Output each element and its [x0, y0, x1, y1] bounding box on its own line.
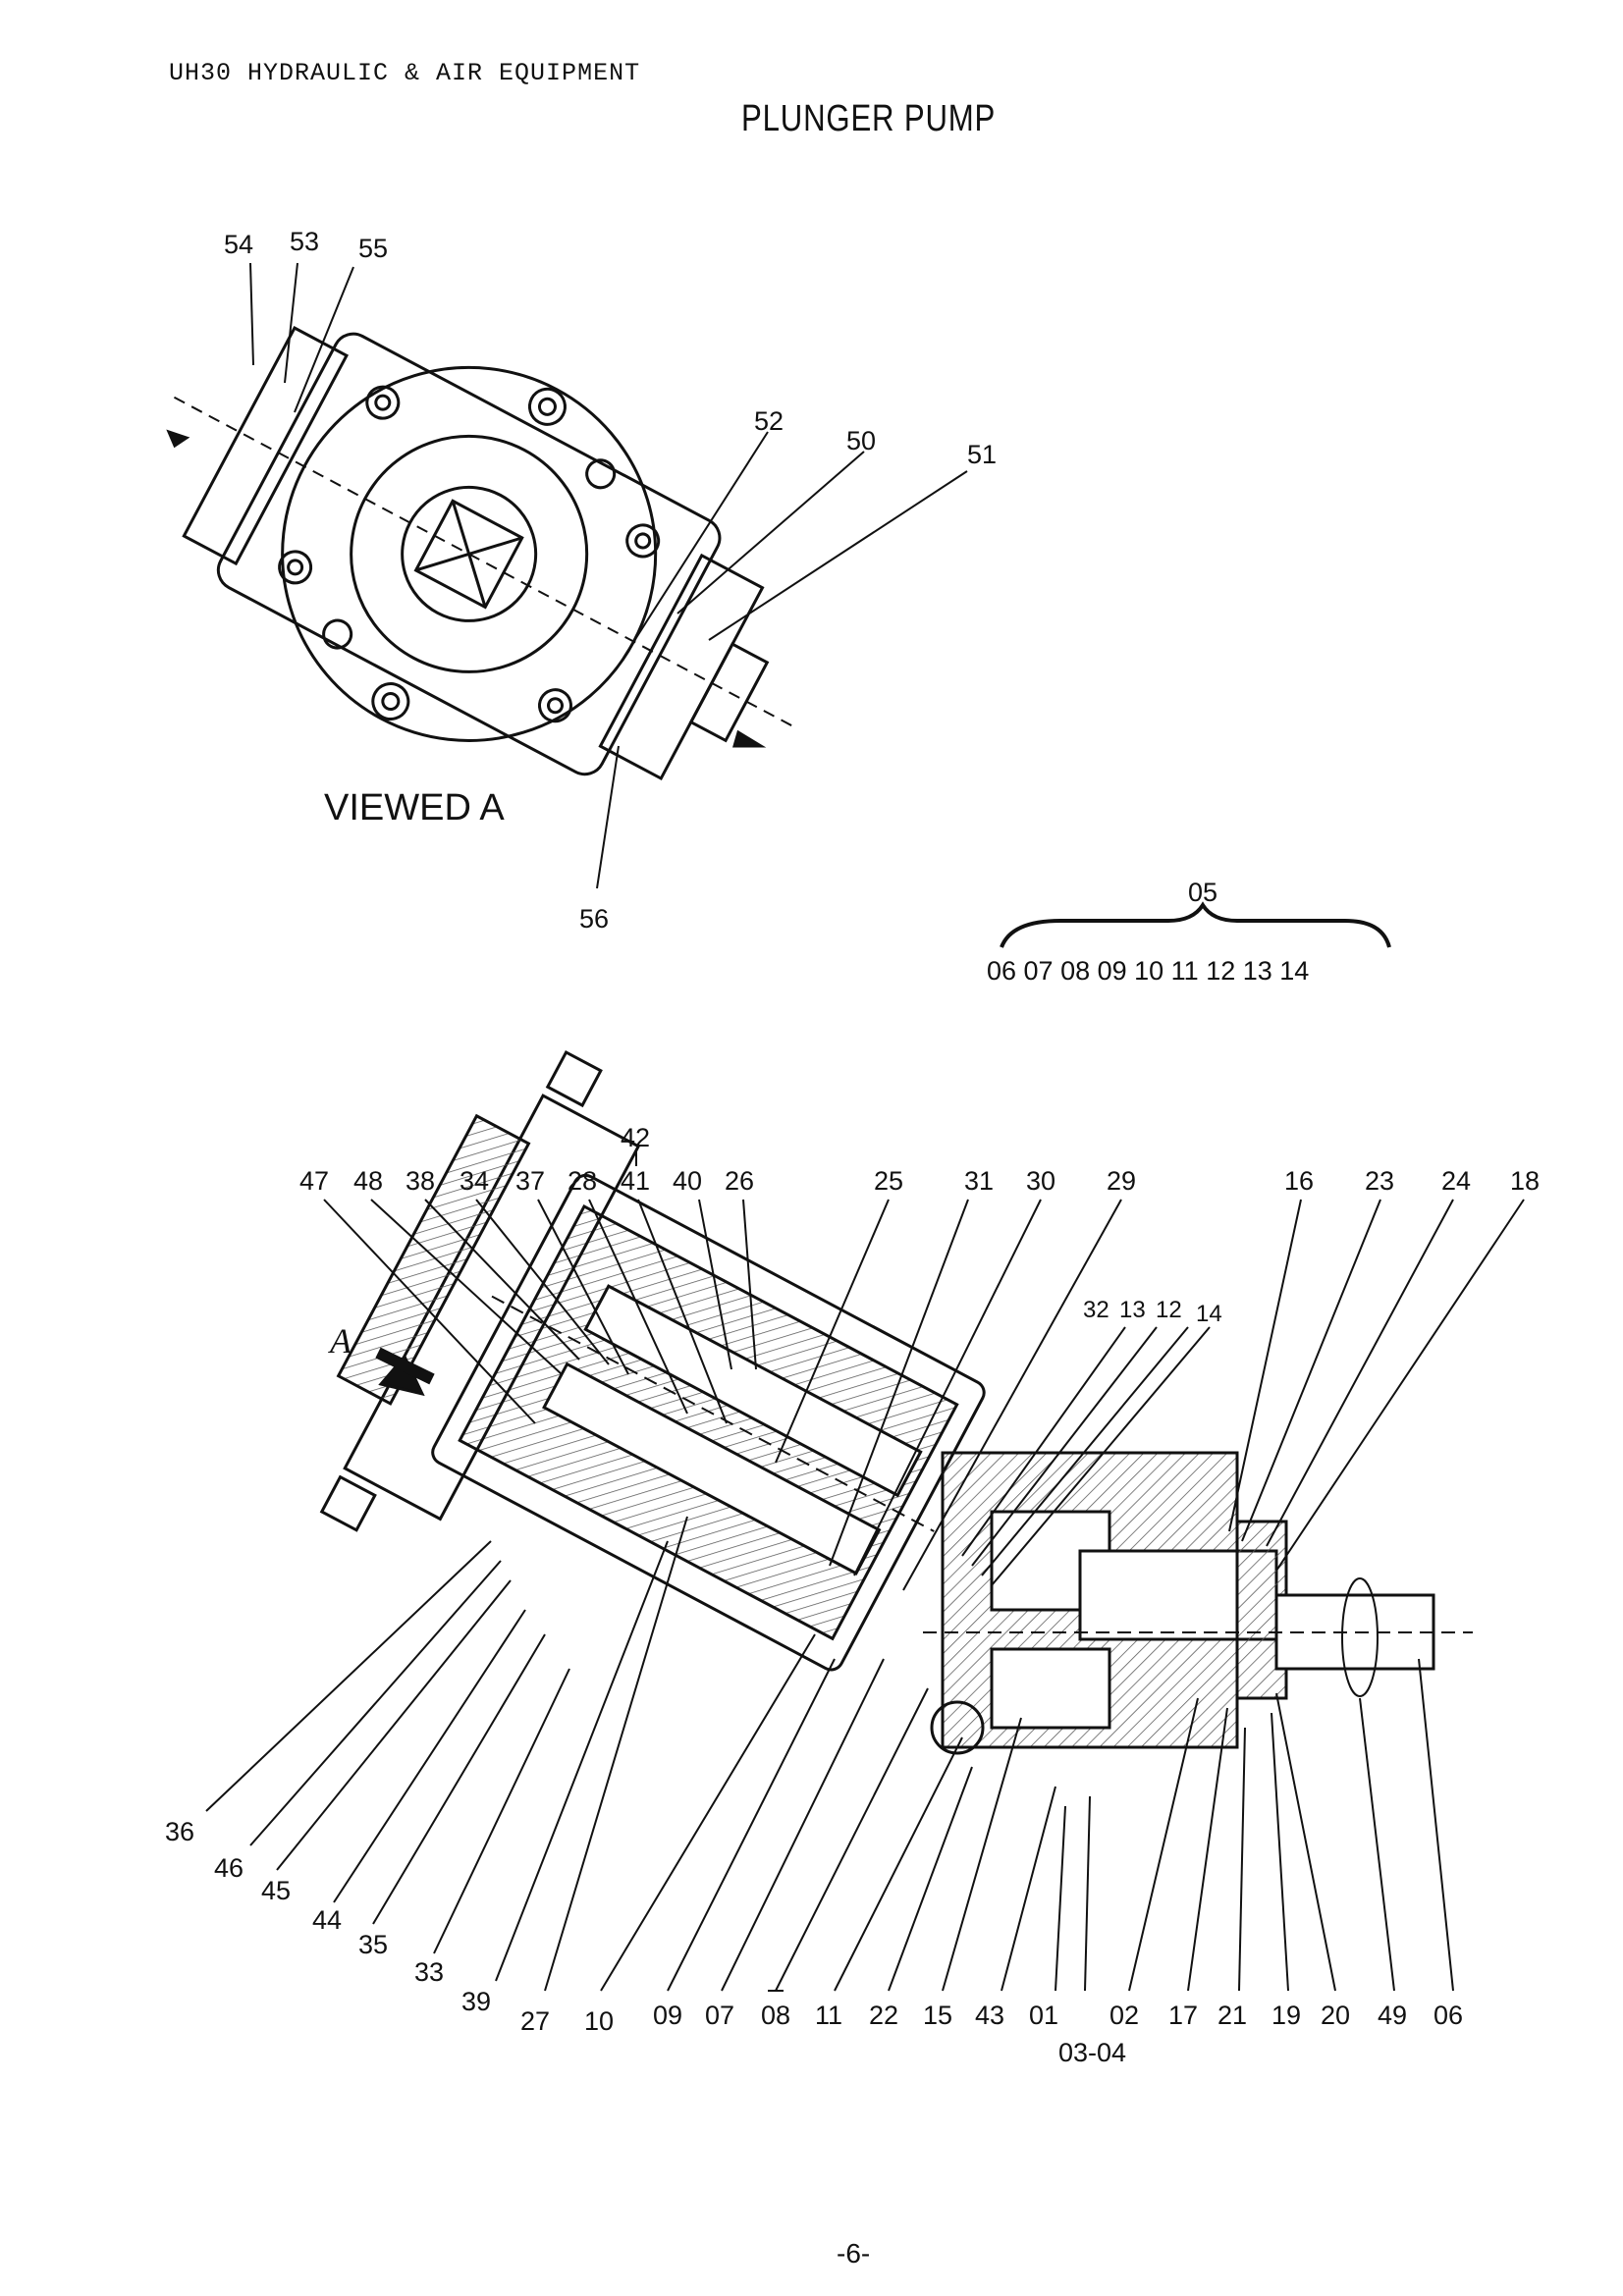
callout-33: 33	[414, 1957, 444, 1987]
callout-52: 52	[754, 406, 784, 436]
callout-02: 02	[1109, 2001, 1139, 2030]
callout-07: 07	[705, 2001, 734, 2030]
callout-06: 06	[1434, 2001, 1463, 2030]
callout-56: 56	[579, 904, 609, 934]
section-drawing	[319, 1049, 1473, 1755]
assembly-brace	[1000, 901, 1391, 948]
callout-31: 31	[964, 1166, 994, 1196]
main-callouts-lower: 36 46 45 44 35 33 39 27 10 09 07 08 11 2…	[165, 1817, 1463, 2067]
callout-49: 49	[1378, 2001, 1407, 2030]
top-callouts: 54 53 55 52 50 51 56	[224, 227, 997, 934]
callout-54: 54	[224, 230, 253, 259]
callout-23: 23	[1365, 1166, 1394, 1196]
assembly-group-05: 05 06 07 08 09 10 11 12 13 14	[987, 878, 1391, 986]
page-number: -6-	[837, 2238, 871, 2269]
callout-09: 09	[653, 2001, 682, 2030]
callout-28: 28	[568, 1166, 597, 1196]
callout-24: 24	[1441, 1166, 1471, 1196]
callout-10: 10	[584, 2006, 614, 2036]
callout-14: 14	[1196, 1301, 1222, 1327]
callout-43: 43	[975, 2001, 1004, 2030]
callout-41: 41	[621, 1166, 650, 1196]
callout-12: 12	[1156, 1297, 1182, 1323]
callout-19: 19	[1271, 2001, 1301, 2030]
page-title: PLUNGER PUMP	[741, 98, 997, 139]
callout-51: 51	[967, 440, 997, 469]
callout-38: 38	[406, 1166, 435, 1196]
callout-37: 37	[515, 1166, 545, 1196]
callout-15: 15	[923, 2001, 952, 2030]
callout-32: 32	[1083, 1297, 1109, 1323]
main-callouts-upper: 42 47 48 38 34 37 28 41 40 26 25 31 30 2…	[299, 1123, 1540, 1327]
viewed-a-drawing	[166, 326, 799, 781]
view-arrow-letter: A	[328, 1321, 352, 1361]
callout-26: 26	[725, 1166, 754, 1196]
callout-03-04: 03-04	[1058, 2038, 1126, 2067]
callout-01: 01	[1029, 2001, 1058, 2030]
callout-30: 30	[1026, 1166, 1055, 1196]
callout-17: 17	[1168, 2001, 1198, 2030]
callout-25: 25	[874, 1166, 903, 1196]
main-leader-lines-upper	[323, 1199, 1525, 1591]
callout-18: 18	[1510, 1166, 1540, 1196]
callout-50: 50	[846, 426, 876, 455]
callout-48: 48	[353, 1166, 383, 1196]
callout-22: 22	[869, 2001, 898, 2030]
callout-20: 20	[1321, 2001, 1350, 2030]
callout-46: 46	[214, 1853, 243, 1883]
top-leader-lines	[249, 262, 968, 889]
callout-44: 44	[312, 1905, 342, 1935]
callout-11: 11	[815, 2001, 842, 2030]
header-left-text: UH30 HYDRAULIC & AIR EQUIPMENT	[169, 59, 641, 87]
callout-39: 39	[461, 1987, 491, 2016]
callout-45: 45	[261, 1876, 291, 1905]
callout-27: 27	[520, 2006, 550, 2036]
callout-36: 36	[165, 1817, 194, 1846]
main-leader-lines-lower	[205, 1516, 1454, 1992]
callout-35: 35	[358, 1930, 388, 1959]
callout-34: 34	[460, 1166, 489, 1196]
callout-08: 08	[761, 2001, 790, 2030]
callout-13: 13	[1119, 1297, 1146, 1323]
callout-55: 55	[358, 234, 388, 263]
view-caption: VIEWED A	[324, 787, 505, 828]
callout-47: 47	[299, 1166, 329, 1196]
callout-53: 53	[290, 227, 319, 256]
assembly-group-parts: 06 07 08 09 10 11 12 13 14	[987, 956, 1309, 986]
callout-29: 29	[1107, 1166, 1136, 1196]
callout-40: 40	[673, 1166, 702, 1196]
callout-21: 21	[1217, 2001, 1247, 2030]
callout-42: 42	[621, 1123, 650, 1152]
callout-16: 16	[1284, 1166, 1314, 1196]
